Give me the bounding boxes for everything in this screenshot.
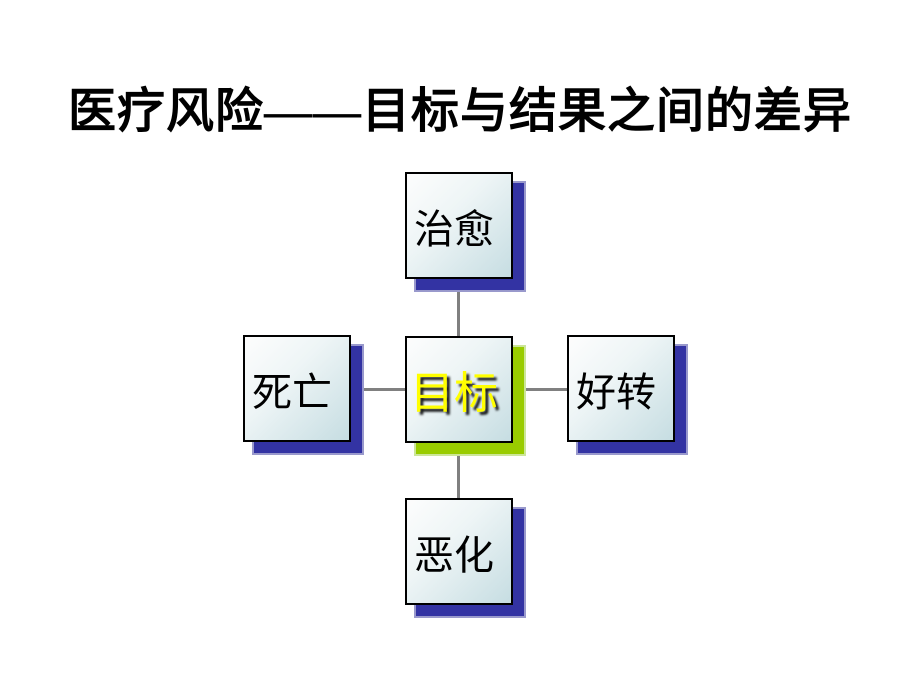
node-worsen: 恶化 <box>405 498 513 605</box>
node-goal: 目标 <box>405 336 513 443</box>
node-death: 死亡 <box>243 335 351 442</box>
connector-center-to-right <box>504 388 577 391</box>
node-goal-label: 目标 <box>410 368 498 418</box>
connector-center-to-left <box>339 388 415 391</box>
connector-center-to-bottom <box>457 434 460 507</box>
node-improve: 好转 <box>567 335 675 442</box>
node-cure: 治愈 <box>405 172 513 279</box>
slide-title: 医疗风险——目标与结果之间的差异 <box>67 85 852 139</box>
node-improve-label: 好转 <box>576 369 656 415</box>
node-worsen-label: 恶化 <box>414 532 494 578</box>
node-death-label: 死亡 <box>252 369 332 415</box>
connector-center-to-top <box>457 270 460 345</box>
node-cure-label: 治愈 <box>414 206 494 252</box>
